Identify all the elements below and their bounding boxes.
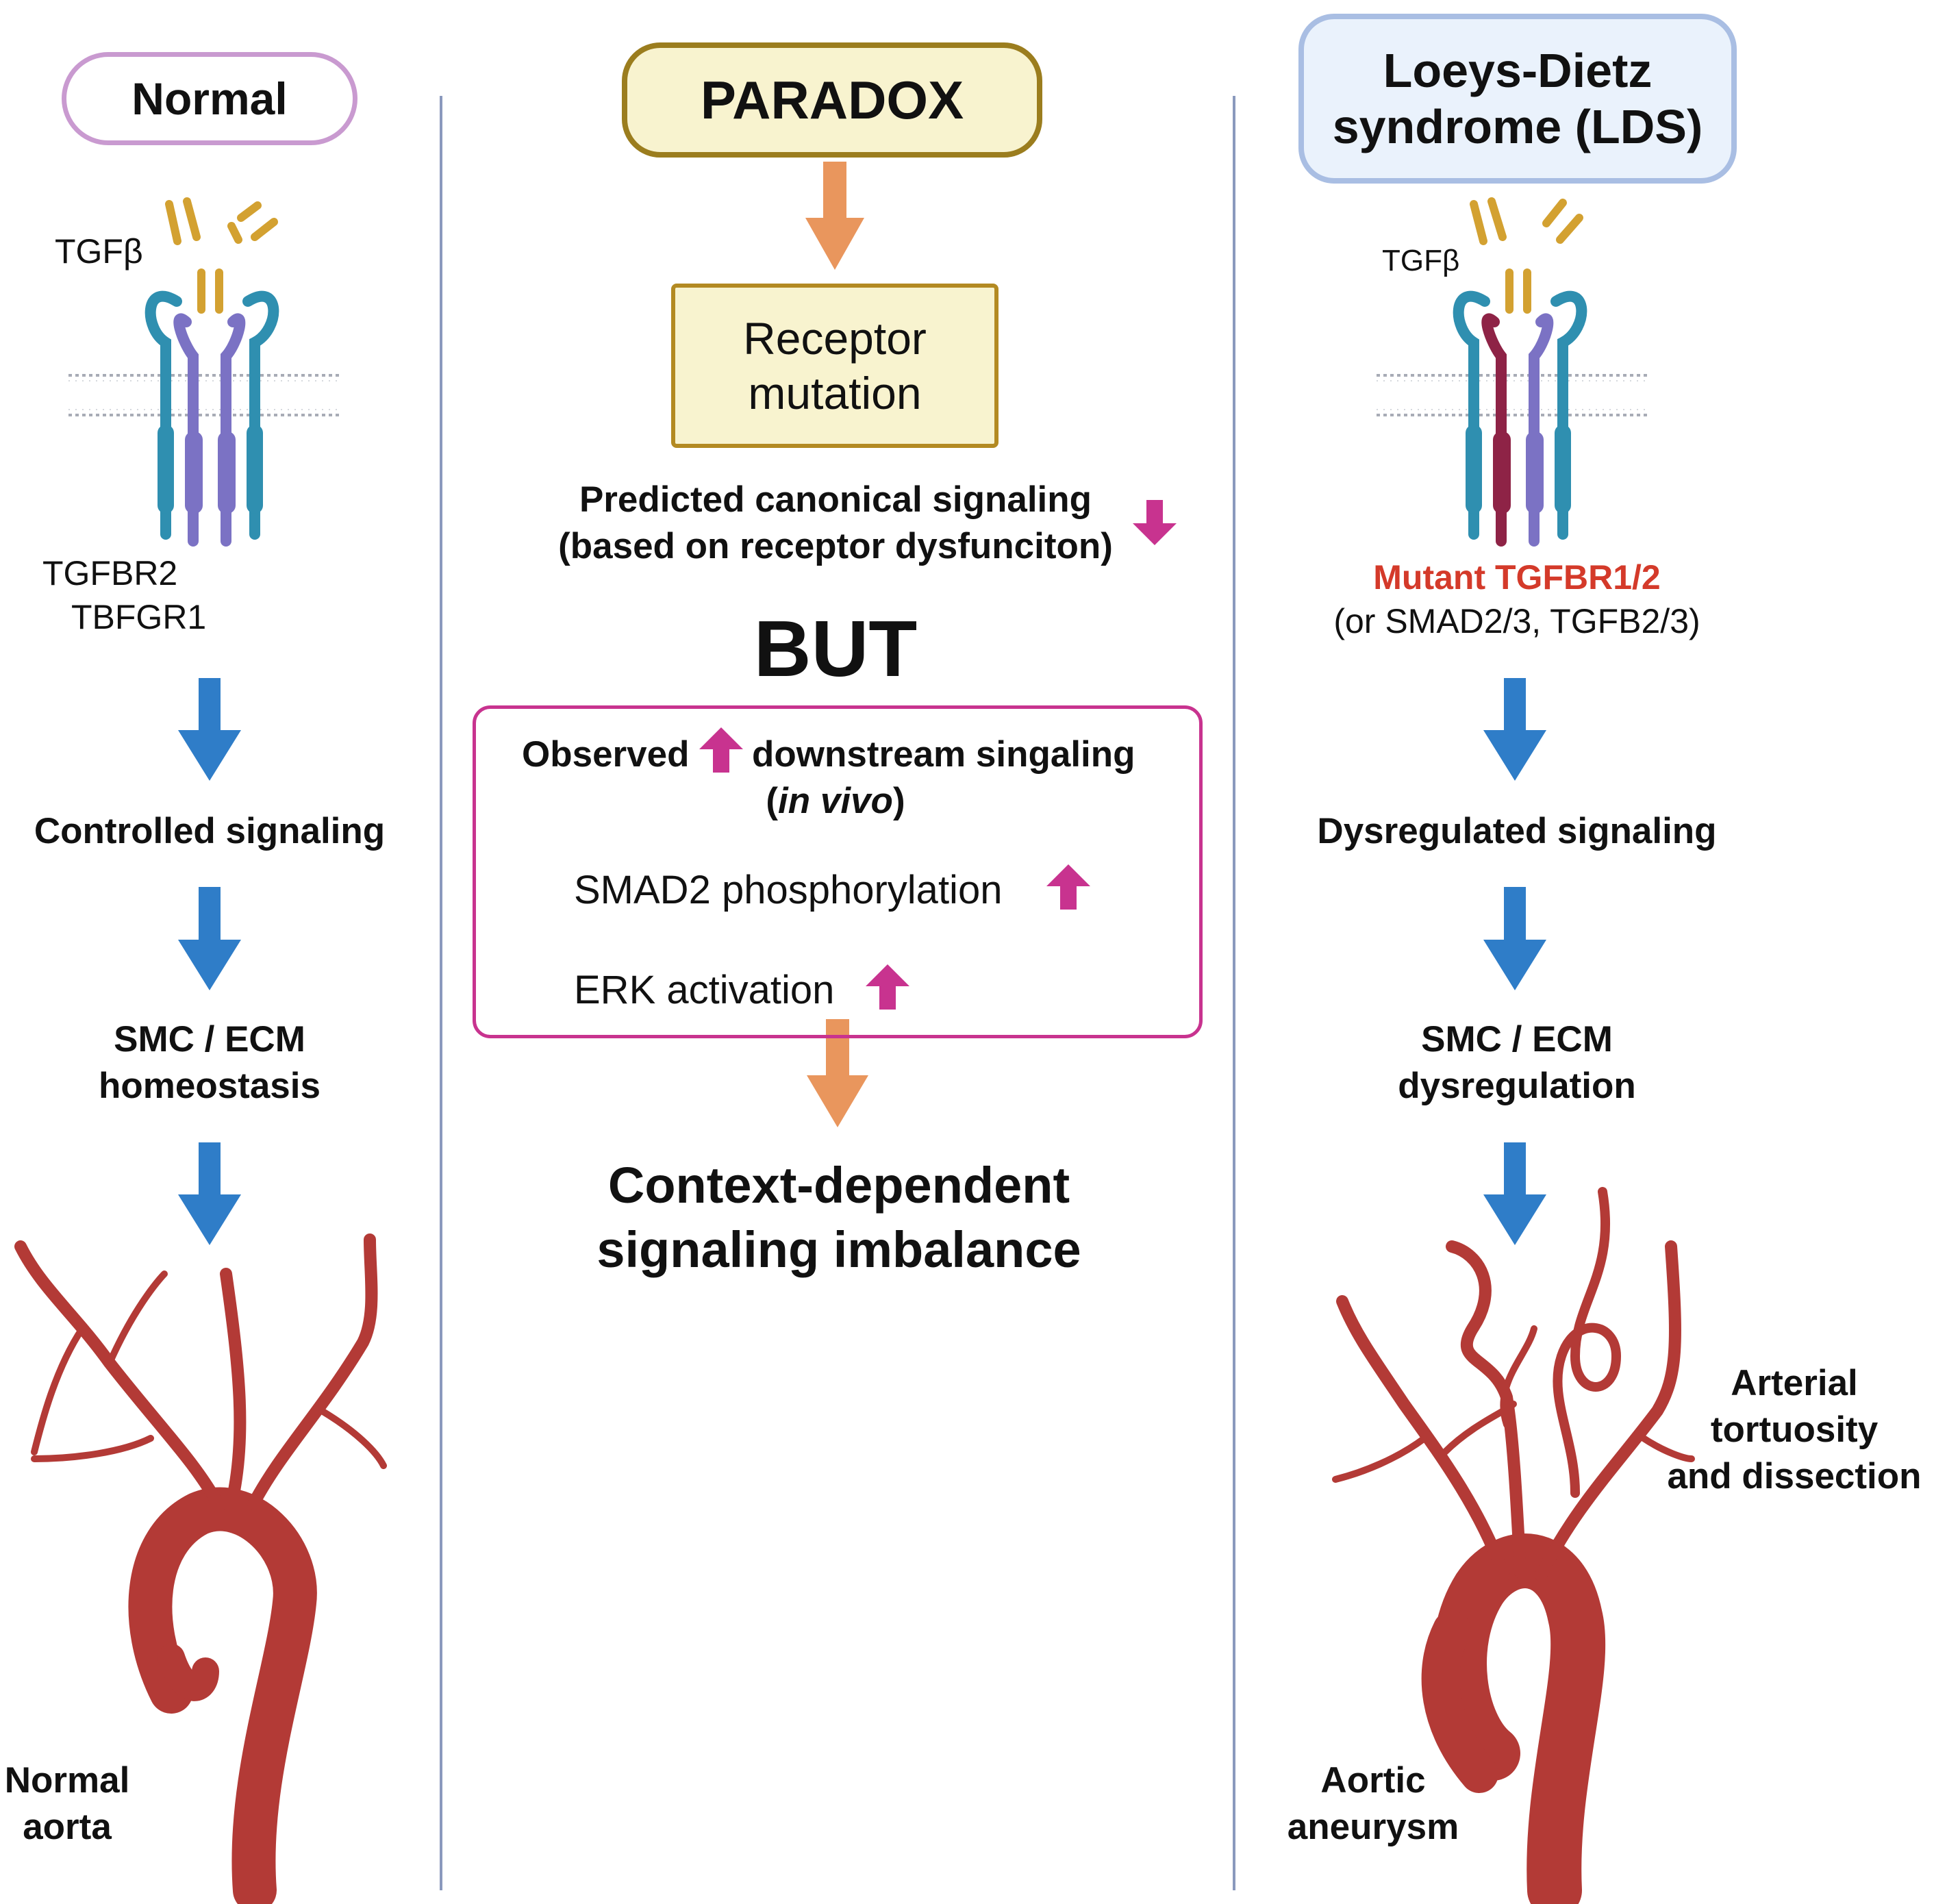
lds-step-dysregulation-line1: SMC / ECM bbox=[1421, 1019, 1613, 1060]
lds-receptors bbox=[1453, 290, 1587, 547]
lds-title-line2: syndrome (LDS) bbox=[1332, 100, 1703, 153]
normal-step-controlled: Controlled signaling bbox=[34, 811, 386, 851]
lds-step-dysregulated: Dysregulated signaling bbox=[1317, 811, 1717, 851]
conclusion-line2: signaling imbalance bbox=[596, 1221, 1081, 1278]
column-divider-right bbox=[1233, 96, 1235, 1890]
predicted-down-indicator bbox=[1133, 500, 1177, 545]
lds-title-pill: Loeys-Dietz syndrome (LDS) bbox=[1298, 14, 1737, 184]
predicted-line1: Predicted canonical signaling bbox=[579, 479, 1092, 520]
lds-tortuosity-label: Arterial tortuosity and dissection bbox=[1644, 1360, 1945, 1500]
smad-up-indicator bbox=[1046, 864, 1090, 910]
observed-pre: Observed bbox=[522, 734, 690, 775]
lds-membrane bbox=[1377, 374, 1650, 416]
conclusion-line1: Context-dependent bbox=[607, 1157, 1070, 1214]
lds-aneurysm-label: Aortic aneurysm bbox=[1274, 1757, 1472, 1851]
normal-step-homeostasis: SMC / ECM homeostasis bbox=[0, 1016, 419, 1110]
lds-tgfb-ligands bbox=[1470, 197, 1583, 314]
lds-aneurysm-line1: Aortic bbox=[1320, 1760, 1426, 1801]
paradox-conclusion: Context-dependent signaling imbalance bbox=[527, 1153, 1151, 1282]
predicted-signaling-text: Predicted canonical signaling (based on … bbox=[527, 477, 1144, 570]
normal-receptors bbox=[145, 290, 279, 547]
paradox-title-pill: PARADOX bbox=[622, 42, 1042, 158]
normal-title-pill: Normal bbox=[62, 52, 357, 145]
lds-step-dysregulation: SMC / ECM dysregulation bbox=[1246, 1016, 1787, 1110]
normal-aorta-label-line2: aorta bbox=[23, 1807, 112, 1847]
normal-receptor-label-2: TBFGR1 bbox=[71, 598, 207, 636]
lds-tortuosity-line2: and dissection bbox=[1667, 1456, 1922, 1496]
normal-membrane bbox=[68, 374, 342, 416]
lds-flow-arrows bbox=[1483, 678, 1546, 1245]
normal-aorta-illustration bbox=[14, 1233, 387, 1904]
lds-tortuosity-line1: Arterial tortuosity bbox=[1710, 1363, 1879, 1450]
observed-in-vivo-italic: in vivo bbox=[778, 781, 893, 821]
observed-paren-open: ( bbox=[766, 781, 779, 821]
receptor-mutation-box: Receptor mutation bbox=[671, 284, 998, 448]
lds-aorta-illustration bbox=[1332, 1187, 1695, 1904]
smad-text: SMAD2 phosphorylation bbox=[574, 868, 1003, 912]
lds-mutant-label: Mutant TGFBR1/2 bbox=[1373, 558, 1661, 597]
observed-in-vivo: (in vivo) bbox=[699, 778, 972, 825]
normal-flow-arrows bbox=[178, 678, 241, 1245]
normal-aorta-label: Normal aorta bbox=[0, 1757, 134, 1851]
normal-ligand-label: TGFβ bbox=[55, 232, 143, 271]
observed-up-indicator bbox=[699, 727, 743, 773]
lds-mutant-sub: (or SMAD2/3, TGFB2/3) bbox=[1333, 602, 1700, 640]
paradox-arrow-1 bbox=[805, 162, 864, 270]
lds-aneurysm-line2: aneurysm bbox=[1287, 1807, 1459, 1847]
erk-up-indicator bbox=[866, 964, 909, 1010]
normal-aorta-label-line1: Normal bbox=[4, 1760, 130, 1801]
normal-step-homeostasis-line1: SMC / ECM bbox=[114, 1019, 305, 1060]
erk-text: ERK activation bbox=[574, 968, 835, 1012]
paradox-arrow-2 bbox=[807, 1019, 868, 1127]
observed-post: downstream singaling bbox=[752, 734, 1135, 775]
lds-title-line1: Loeys-Dietz bbox=[1383, 44, 1653, 97]
observed-signaling-box bbox=[473, 705, 1203, 1038]
normal-title: Normal bbox=[131, 73, 288, 124]
lds-ligand-label: TGFβ bbox=[1382, 244, 1460, 277]
but-heading: BUT bbox=[753, 604, 918, 693]
receptor-mutation-line1: Receptor bbox=[743, 313, 927, 364]
lds-step-dysregulation-line2: dysregulation bbox=[1398, 1066, 1636, 1106]
column-divider-left bbox=[440, 96, 442, 1890]
observed-paren-close: ) bbox=[892, 781, 905, 821]
normal-tgfb-ligands bbox=[165, 197, 278, 314]
normal-step-homeostasis-line2: homeostasis bbox=[98, 1066, 321, 1106]
receptor-mutation-line2: mutation bbox=[748, 368, 922, 418]
paradox-title: PARADOX bbox=[700, 69, 964, 130]
normal-receptor-label-1: TGFBR2 bbox=[42, 554, 178, 592]
predicted-line2: (based on receptor dysfunciton) bbox=[558, 526, 1113, 566]
